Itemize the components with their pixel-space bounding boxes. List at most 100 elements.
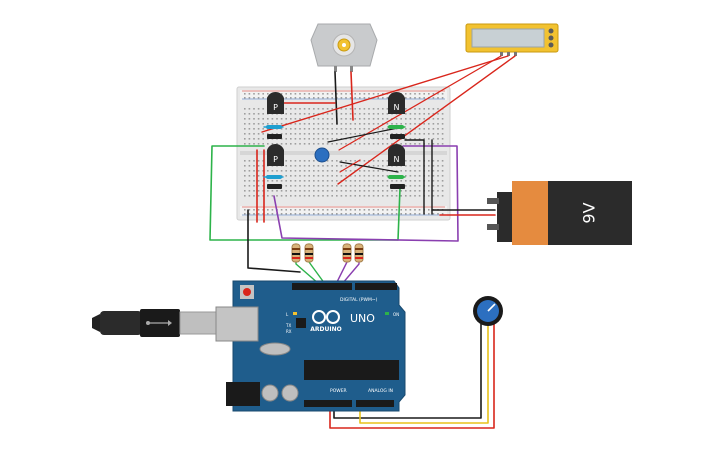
breadboard-hole (386, 97, 389, 99)
breadboard-hole (437, 93, 439, 95)
breadboard-hole (340, 97, 343, 99)
breadboard-hole (428, 175, 430, 177)
breadboard-hole (326, 118, 329, 120)
breadboard-hole (331, 113, 333, 115)
breadboard-hole (359, 195, 361, 197)
breadboard-hole (340, 190, 343, 192)
breadboard-hole (386, 143, 389, 145)
breadboard-hole (299, 185, 301, 187)
breadboard-hole (267, 180, 269, 182)
breadboard-hole (428, 209, 430, 211)
breadboard-hole (386, 113, 389, 115)
breadboard-hole (308, 123, 310, 125)
breadboard-hole (418, 128, 421, 130)
breadboard-hole (391, 190, 393, 192)
breadboard-hole (322, 138, 324, 140)
ceramic-capacitor[interactable] (314, 147, 330, 163)
breadboard-hole (428, 133, 430, 135)
breadboard-hole (363, 190, 366, 192)
breadboard-hole (280, 195, 283, 197)
dc-motor[interactable] (310, 23, 378, 72)
breadboard-hole (409, 138, 412, 140)
breadboard-hole (308, 133, 310, 135)
transistor-n-bottom[interactable]: N (388, 143, 405, 166)
breadboard-hole (294, 138, 297, 140)
breadboard-hole (290, 108, 292, 110)
breadboard-hole (313, 138, 315, 140)
breadboard-hole (308, 113, 310, 115)
usb-plug[interactable] (92, 309, 217, 337)
breadboard-hole (428, 128, 430, 130)
breadboard-hole (418, 143, 421, 145)
arduino-logo-icon (312, 310, 340, 324)
breadboard-hole (294, 170, 297, 172)
transistor-label: P (273, 155, 278, 164)
breadboard-hole (414, 185, 416, 187)
resistor-array[interactable] (291, 243, 364, 263)
breadboard-hole (248, 143, 251, 145)
breadboard-hole (257, 175, 260, 177)
breadboard-hole (405, 108, 407, 110)
breadboard-hole (253, 138, 255, 140)
breadboard[interactable] (236, 86, 451, 221)
breadboard-hole (290, 97, 292, 99)
breadboard-hole (294, 213, 297, 215)
breadboard-hole (354, 213, 356, 215)
breadboard-hole (418, 190, 421, 192)
breadboard-hole (317, 209, 320, 211)
transistor-n-top[interactable]: N (388, 91, 405, 114)
breadboard-hole (290, 209, 292, 211)
breadboard-hole (257, 118, 260, 120)
breadboard-hole (290, 185, 292, 187)
battery-label: 9V (580, 202, 599, 223)
breadboard-hole (400, 170, 402, 172)
breadboard-hole (372, 209, 375, 211)
breadboard-hole (418, 123, 421, 125)
arduino-uno-board[interactable]: ARDUINO UNO DIGITAL (PWM~) POWER ANALOG … (215, 280, 406, 412)
breadboard-hole (262, 123, 264, 125)
breadboard-hole (395, 123, 398, 125)
breadboard-hole (382, 138, 384, 140)
breadboard-hole (294, 175, 297, 177)
breadboard-hole (349, 97, 352, 99)
transistor-p-top[interactable]: P (267, 91, 284, 114)
lcd-display[interactable] (465, 23, 559, 56)
breadboard-hole (326, 97, 329, 99)
breadboard-hole (349, 160, 352, 162)
breadboard-hole (372, 180, 375, 182)
breadboard-hole (359, 175, 361, 177)
breadboard-hole (317, 108, 320, 110)
breadboard-hole (405, 113, 407, 115)
transistor-p-bottom[interactable]: P (267, 143, 284, 166)
breadboard-hole (299, 190, 301, 192)
breadboard-hole (349, 108, 352, 110)
breadboard-hole (432, 143, 435, 145)
breadboard-hole (336, 97, 338, 99)
breadboard-hole (285, 195, 287, 197)
breadboard-hole (285, 113, 287, 115)
breadboard-hole (432, 118, 435, 120)
breadboard-hole (336, 128, 338, 130)
breadboard-hole (414, 195, 416, 197)
breadboard-hole (354, 143, 356, 145)
breadboard-hole (400, 213, 402, 215)
arduino-logo-text: ARDUINO (310, 326, 341, 333)
breadboard-hole (253, 128, 255, 130)
breadboard-hole (437, 213, 439, 215)
breadboard-hole (294, 123, 297, 125)
breadboard-hole (349, 128, 352, 130)
breadboard-hole (271, 180, 274, 182)
breadboard-hole (395, 143, 398, 145)
breadboard-hole (354, 123, 356, 125)
potentiometer-knob[interactable] (473, 296, 503, 326)
breadboard-hole (326, 160, 329, 162)
breadboard-hole (322, 195, 324, 197)
breadboard-hole (280, 170, 283, 172)
breadboard-hole (345, 175, 347, 177)
breadboard-hole (303, 93, 306, 95)
breadboard-hole (391, 180, 393, 182)
breadboard-hole (345, 93, 347, 95)
breadboard-hole (257, 143, 260, 145)
breadboard-hole (363, 160, 366, 162)
battery-9v[interactable]: 9V (487, 181, 632, 245)
